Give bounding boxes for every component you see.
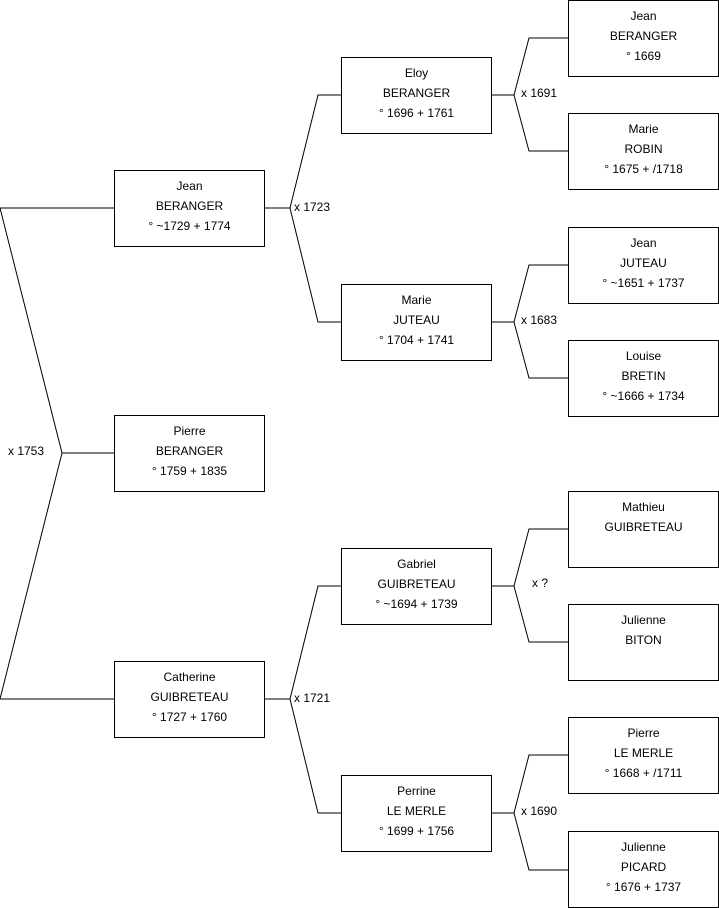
person-box-mathieu-guibreteau[interactable]: Mathieu GUIBRETEAU bbox=[568, 491, 719, 568]
person-last-name: BERANGER bbox=[155, 444, 224, 458]
connector-pierre-le-merle bbox=[492, 754, 568, 814]
person-dates: ° 1669 bbox=[626, 49, 661, 63]
person-box-pierre-le-merle[interactable]: Pierre LE MERLE ° 1668 + /1711 bbox=[568, 717, 719, 794]
person-last-name: ROBIN bbox=[624, 142, 663, 156]
person-dates: ° 1696 + 1761 bbox=[378, 106, 455, 120]
connector-marie-juteau bbox=[289, 207, 341, 323]
marriage-label-1753: x 1753 bbox=[8, 444, 45, 458]
person-box-jean-beranger-1669[interactable]: Jean BERANGER ° 1669 bbox=[568, 0, 719, 77]
person-last-name: GUIBRETEAU bbox=[377, 577, 456, 591]
person-last-name: BITON bbox=[625, 633, 662, 647]
connector-eloy-beranger bbox=[265, 94, 341, 209]
person-dates: ° ~1666 + 1734 bbox=[602, 389, 685, 403]
person-first-name: Julienne bbox=[621, 613, 666, 627]
connector-jean-beranger-1669 bbox=[492, 37, 568, 96]
person-last-name: BERANGER bbox=[155, 199, 224, 213]
person-first-name: Louise bbox=[625, 349, 662, 363]
person-first-name: Marie bbox=[628, 122, 659, 136]
person-last-name: BERANGER bbox=[382, 86, 451, 100]
connector-jean-beranger-1729 bbox=[0, 207, 114, 454]
person-dates: ° ~1729 + 1774 bbox=[148, 219, 231, 233]
person-box-eloy-beranger[interactable]: Eloy BERANGER ° 1696 + 1761 bbox=[341, 57, 492, 134]
person-first-name: Eloy bbox=[404, 66, 429, 80]
marriage-label-1683: x 1683 bbox=[521, 313, 558, 327]
person-last-name: JUTEAU bbox=[393, 313, 440, 327]
person-first-name: Catherine bbox=[163, 670, 216, 684]
person-dates: ° 1759 + 1835 bbox=[151, 464, 228, 478]
connector-mathieu-guibreteau bbox=[492, 528, 568, 587]
person-dates: ° 1676 + 1737 bbox=[605, 880, 682, 894]
person-first-name: Perrine bbox=[397, 784, 436, 798]
person-last-name: LE MERLE bbox=[386, 804, 447, 818]
person-first-name: Jean bbox=[630, 236, 657, 250]
person-first-name: Julienne bbox=[621, 840, 666, 854]
person-last-name: JUTEAU bbox=[620, 256, 667, 270]
person-box-louise-bretin[interactable]: Louise BRETIN ° ~1666 + 1734 bbox=[568, 340, 719, 417]
person-first-name: Jean bbox=[630, 9, 657, 23]
connector-marie-robin bbox=[513, 94, 568, 152]
person-first-name: Pierre bbox=[173, 424, 206, 438]
person-last-name: GUIBRETEAU bbox=[150, 690, 229, 704]
person-box-pierre-beranger[interactable]: Pierre BERANGER ° 1759 + 1835 bbox=[114, 415, 265, 492]
person-dates: ° 1727 + 1760 bbox=[151, 710, 228, 724]
marriage-label-1691: x 1691 bbox=[521, 86, 558, 100]
person-dates: ° ~1694 + 1739 bbox=[375, 597, 458, 611]
marriage-label-unknown: x ? bbox=[532, 576, 549, 590]
connector-catherine-guibreteau bbox=[0, 452, 114, 700]
person-box-marie-robin[interactable]: Marie ROBIN ° 1675 + /1718 bbox=[568, 113, 719, 190]
person-last-name: LE MERLE bbox=[613, 746, 674, 760]
person-last-name: GUIBRETEAU bbox=[604, 520, 683, 534]
person-first-name: Mathieu bbox=[622, 500, 665, 514]
marriage-label-1723: x 1723 bbox=[294, 200, 331, 214]
person-box-jean-beranger-1729[interactable]: Jean BERANGER ° ~1729 + 1774 bbox=[114, 170, 265, 247]
person-last-name: PICARD bbox=[620, 860, 667, 874]
connector-perrine-le-merle bbox=[289, 698, 341, 814]
person-dates: ° 1668 + /1711 bbox=[604, 766, 683, 780]
person-box-marie-juteau[interactable]: Marie JUTEAU ° 1704 + 1741 bbox=[341, 284, 492, 361]
connector-louise-bretin bbox=[513, 321, 568, 379]
marriage-label-1690: x 1690 bbox=[521, 804, 558, 818]
person-dates: ° ~1651 + 1737 bbox=[602, 276, 685, 290]
person-box-julienne-picard[interactable]: Julienne PICARD ° 1676 + 1737 bbox=[568, 831, 719, 908]
person-first-name: Jean bbox=[176, 179, 203, 193]
connector-gabriel-guibreteau bbox=[265, 585, 341, 700]
connector-julienne-biton bbox=[513, 585, 568, 643]
marriage-label-1721: x 1721 bbox=[294, 691, 331, 705]
person-dates: ° 1699 + 1756 bbox=[378, 824, 455, 838]
person-box-perrine-le-merle[interactable]: Perrine LE MERLE ° 1699 + 1756 bbox=[341, 775, 492, 852]
person-box-catherine-guibreteau[interactable]: Catherine GUIBRETEAU ° 1727 + 1760 bbox=[114, 661, 265, 738]
person-first-name: Marie bbox=[401, 293, 432, 307]
person-last-name: BRETIN bbox=[621, 369, 666, 383]
person-box-gabriel-guibreteau[interactable]: Gabriel GUIBRETEAU ° ~1694 + 1739 bbox=[341, 548, 492, 625]
connector-jean-juteau bbox=[492, 264, 568, 323]
person-last-name: BERANGER bbox=[609, 29, 678, 43]
person-first-name: Gabriel bbox=[397, 557, 436, 571]
person-dates: ° 1704 + 1741 bbox=[378, 333, 455, 347]
person-first-name: Pierre bbox=[627, 726, 660, 740]
connector-julienne-picard bbox=[513, 812, 568, 871]
person-box-jean-juteau[interactable]: Jean JUTEAU ° ~1651 + 1737 bbox=[568, 227, 719, 304]
person-box-julienne-biton[interactable]: Julienne BITON bbox=[568, 604, 719, 681]
person-dates: ° 1675 + /1718 bbox=[604, 162, 683, 176]
